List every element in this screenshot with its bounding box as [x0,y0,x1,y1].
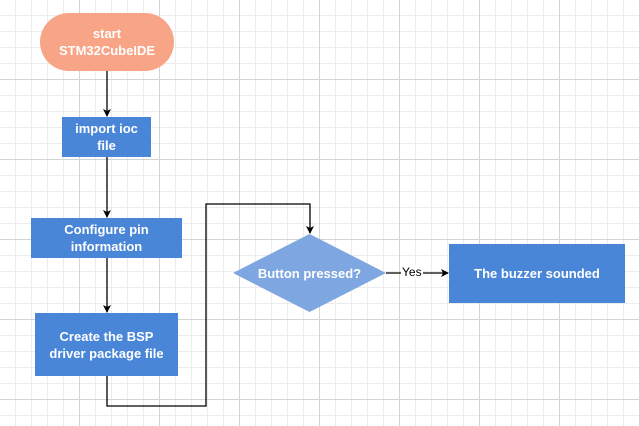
decision-diamond-shape [233,234,386,312]
decision-label: Button pressed? [257,265,362,281]
create-bsp-node[interactable]: Create the BSP driver package file [35,313,178,376]
start-node[interactable]: start STM32CubeIDE [40,13,174,71]
configure-pin-node[interactable]: Configure pin information [31,218,182,258]
buzzer-sounded-node[interactable]: The buzzer sounded [449,244,625,303]
edge-bsp-to-decision [106,203,314,407]
button-pressed-decision[interactable]: Button pressed? [233,234,386,312]
import-ioc-node[interactable]: import ioc file [62,117,151,157]
yes-edge-label: Yes [401,265,423,279]
